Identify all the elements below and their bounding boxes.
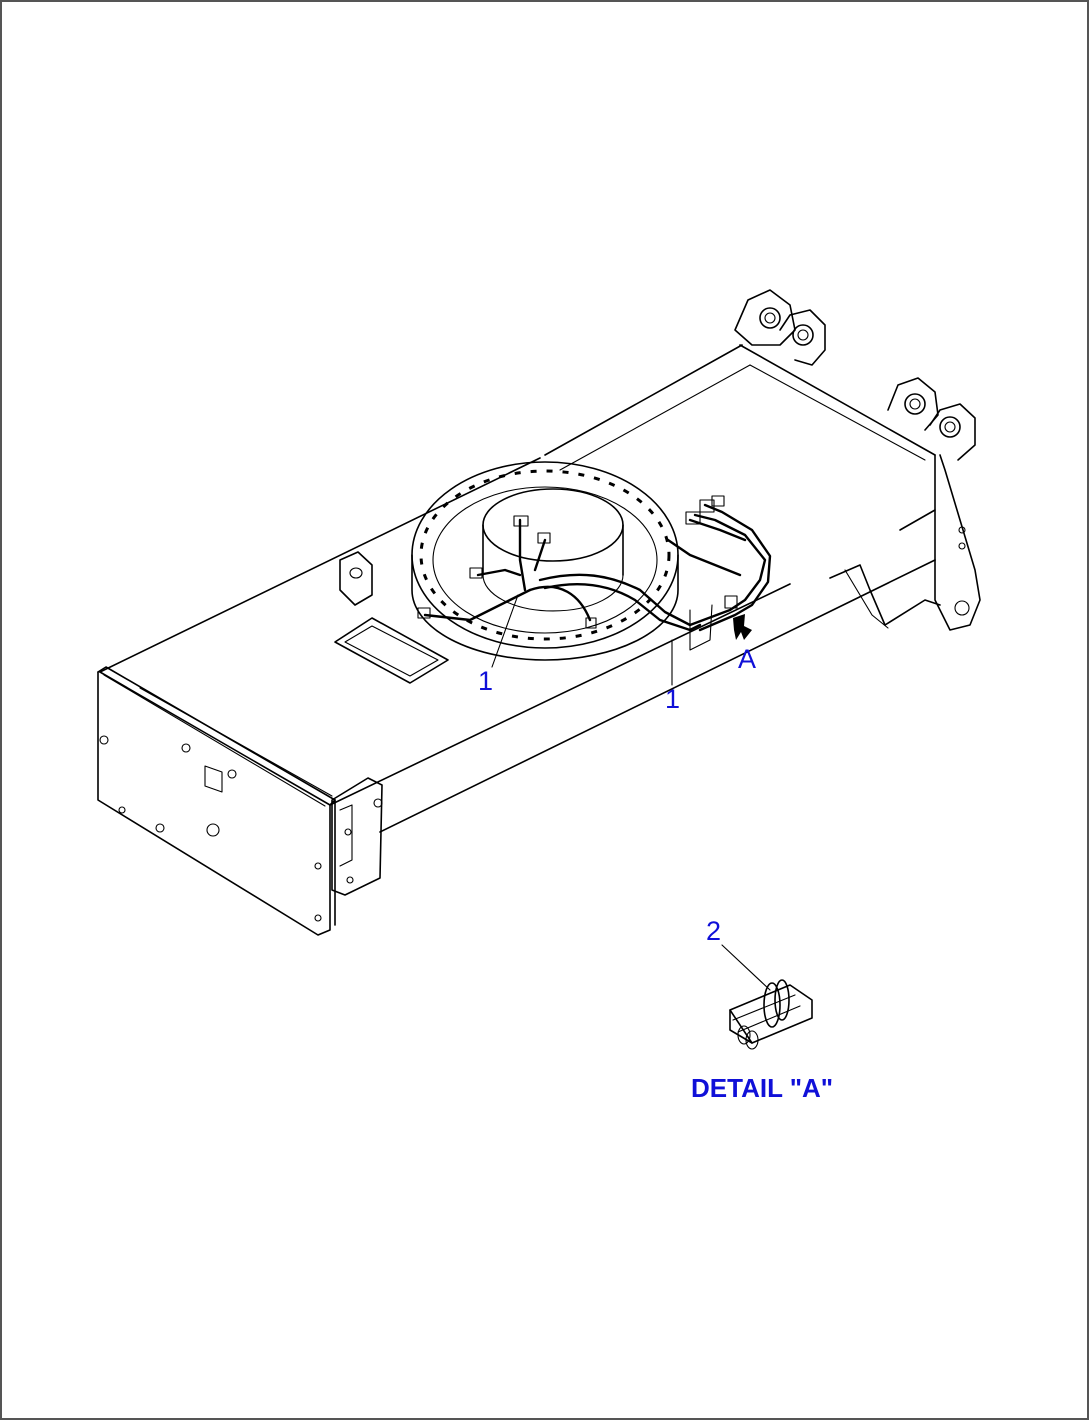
view-arrow [733, 614, 752, 640]
detail-caption: DETAIL "A" [691, 1073, 833, 1103]
leader-lines [491, 594, 771, 991]
callout-harness-right: 1 [665, 684, 680, 714]
side-bracket [331, 777, 383, 896]
access-cover [334, 617, 449, 684]
callout-clamp: 2 [706, 916, 721, 946]
front-plate [97, 666, 336, 936]
rear-bosses [734, 289, 981, 631]
clamp-detail [729, 979, 813, 1050]
top-mount-left [339, 551, 373, 606]
callout-view-a: A [738, 644, 756, 674]
callout-harness-left: 1 [478, 666, 493, 696]
swing-ring [411, 461, 679, 661]
frame-body [99, 344, 936, 833]
wiring-harness [417, 495, 772, 651]
